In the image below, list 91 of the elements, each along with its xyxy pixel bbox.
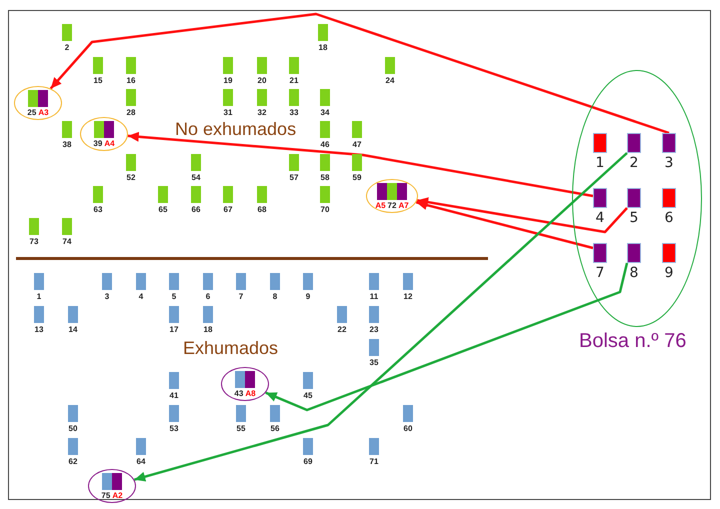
arrow <box>417 197 628 234</box>
item-number: 4 <box>596 210 604 226</box>
bag-item-code: A3 <box>38 108 49 116</box>
grave-number: 66 <box>192 205 200 214</box>
grave-number: 18 <box>318 43 328 52</box>
arrow <box>128 132 594 198</box>
grave-number: 18 <box>204 325 212 334</box>
grave-number: 65 <box>158 205 168 214</box>
item-number: 2 <box>630 155 638 171</box>
grave-number: 3 <box>104 292 110 301</box>
grave-number: 8 <box>272 292 278 301</box>
grave-number: 9 <box>306 292 310 301</box>
highlight-ellipse <box>80 117 128 151</box>
grave-number: 35 <box>370 358 378 367</box>
grave-number: 14 <box>68 325 78 334</box>
item-number: 3 <box>664 155 674 171</box>
arrow <box>416 200 594 250</box>
grave-number: 60 <box>404 424 412 433</box>
grave-number: 38 <box>62 140 72 149</box>
grave-number: 34 <box>320 108 330 117</box>
grave-number: 1 <box>36 292 42 301</box>
bag-item-code: A7 <box>398 200 409 210</box>
grave-number: 50 <box>68 424 78 433</box>
arrow <box>265 262 628 412</box>
grave-number: 13 <box>34 325 44 334</box>
grave-number: 68 <box>258 205 266 214</box>
bag-item-code: A4 <box>104 138 115 148</box>
grave-number: 33 <box>290 108 298 117</box>
grave-number: 2 <box>64 43 70 52</box>
grave-number: 47 <box>352 140 362 149</box>
grave-number: 71 <box>370 457 378 466</box>
grave-number: 45 <box>304 391 312 400</box>
grave-number: 63 <box>94 205 102 214</box>
item-number: 7 <box>596 265 604 281</box>
grave-number: 20 <box>258 76 266 85</box>
grave-number: 54 <box>192 173 200 182</box>
item-number: 1 <box>596 155 604 171</box>
grave-number: 67 <box>224 205 232 214</box>
grave-number: 41 <box>170 391 178 400</box>
grave-number: 75 <box>101 490 110 500</box>
highlight-ellipse <box>88 469 136 503</box>
grave-number: 16 <box>126 76 136 85</box>
grave-number: 43 <box>234 388 244 398</box>
grave-number: 31 <box>224 108 232 117</box>
grave-number: 19 <box>224 76 232 85</box>
grave-number: 70 <box>320 205 330 214</box>
grave-number: 5 <box>172 292 176 301</box>
item-number: 8 <box>630 265 638 281</box>
highlight-ellipse <box>14 86 62 120</box>
grave-number: 15 <box>94 76 102 85</box>
bag-item-code: A8 <box>245 388 256 398</box>
item-number: 5 <box>630 210 638 226</box>
highlight-ellipse <box>221 367 269 401</box>
grave-number: 69 <box>304 457 312 466</box>
arrow <box>50 12 670 134</box>
grave-number: 62 <box>68 457 78 466</box>
region-label: Exhumados <box>183 338 278 359</box>
grave-number: 17 <box>170 325 178 334</box>
grave-number: 55 <box>236 424 246 433</box>
grave-number: 7 <box>238 292 244 301</box>
grave-number: 28 <box>126 108 136 117</box>
bag-title: Bolsa n.º 76 <box>579 330 686 353</box>
grave-number: 56 <box>270 424 280 433</box>
grave-number: 46 <box>320 140 330 149</box>
arrow <box>134 152 628 482</box>
bag-item-code: A2 <box>112 490 123 500</box>
grave-number: 53 <box>170 424 178 433</box>
grave-number: 32 <box>258 108 266 117</box>
grave-number: 4 <box>138 292 144 301</box>
grave-number: 12 <box>404 292 412 301</box>
grave-number: 74 <box>62 237 72 246</box>
item-number: 9 <box>664 265 674 281</box>
grave-number: 24 <box>386 76 394 85</box>
grave-number: 73 <box>30 237 38 246</box>
grave-number: 39 <box>93 138 102 148</box>
grave-number: 64 <box>136 457 146 466</box>
grave-number: 21 <box>290 76 298 85</box>
highlight-ellipse <box>366 179 418 213</box>
grave-number: 72 <box>388 200 396 210</box>
grave-number: 11 <box>370 292 378 301</box>
region-label: No exhumados <box>175 119 296 140</box>
grave-number: 25 <box>27 108 36 116</box>
grave-number: 52 <box>126 173 136 182</box>
grave-number: 23 <box>370 325 378 334</box>
item-number: 6 <box>664 210 674 226</box>
grave-number: 57 <box>290 173 298 182</box>
grave-number: 6 <box>206 292 210 301</box>
grave-number: 59 <box>352 173 362 182</box>
bag-item-code: A5 <box>375 200 386 210</box>
grave-number: 22 <box>338 325 346 334</box>
grave-number: 58 <box>320 173 330 182</box>
